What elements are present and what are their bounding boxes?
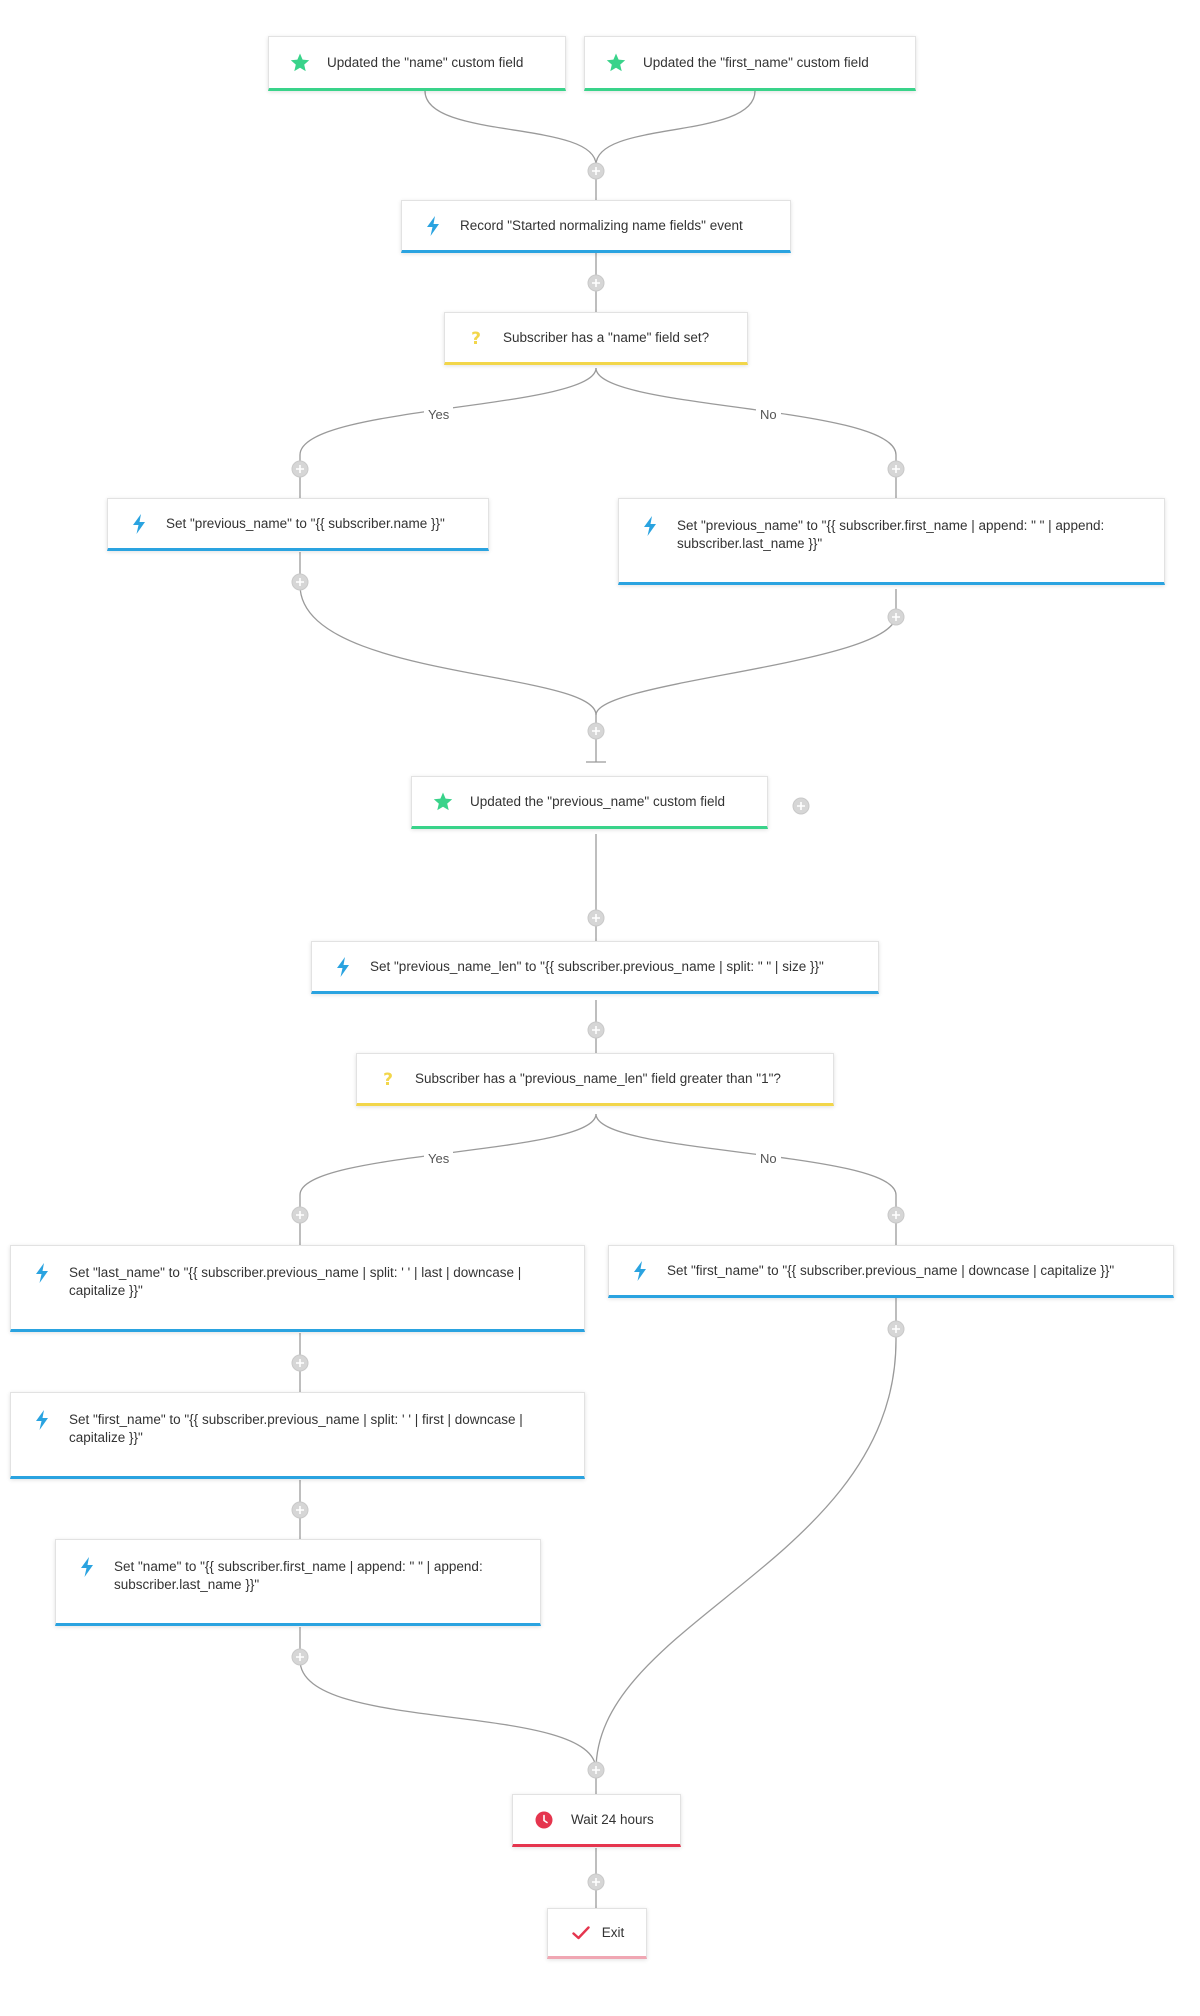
add-step-icon (291, 460, 309, 478)
add-step-icon (587, 162, 605, 180)
add-step-icon (587, 1021, 605, 1039)
action-node-set-last-name[interactable]: Set "last_name" to "{{ subscriber.previo… (10, 1245, 585, 1332)
lightning-icon (629, 1260, 651, 1281)
lightning-icon (422, 215, 444, 236)
star-icon (432, 792, 454, 811)
lightning-icon (31, 1410, 53, 1430)
branch-yes-label: Yes (424, 1151, 454, 1166)
node-label: Subscriber has a "name" field set? (503, 329, 710, 345)
add-step-icon (291, 1501, 309, 1519)
condition-node-name-set[interactable]: ? Subscriber has a "name" field set? (444, 312, 748, 365)
node-label: Updated the "previous_name" custom field (470, 793, 725, 809)
connector-line (424, 90, 597, 166)
add-step-icon (792, 797, 810, 815)
action-node-set-first-name-no[interactable]: Set "first_name" to "{{ subscriber.previ… (608, 1245, 1174, 1298)
add-step-icon (587, 1873, 605, 1891)
node-label: Set "previous_name_len" to "{{ subscribe… (370, 958, 824, 974)
lightning-icon (332, 956, 354, 977)
connector-line (299, 1113, 597, 1246)
node-label: Set "first_name" to "{{ subscriber.previ… (667, 1262, 1115, 1278)
add-step-icon (587, 274, 605, 292)
add-step-icon (887, 1206, 905, 1224)
add-step-icon (587, 1761, 605, 1779)
add-step-icon (887, 460, 905, 478)
branch-no-label: No (756, 407, 781, 422)
connector-line (299, 367, 597, 500)
action-node-set-previous-name-len[interactable]: Set "previous_name_len" to "{{ subscribe… (311, 941, 879, 994)
exit-node[interactable]: Exit (547, 1908, 647, 1959)
add-step-icon (291, 1648, 309, 1666)
node-label: Set "previous_name" to "{{ subscriber.fi… (677, 518, 1105, 551)
add-step-buttons (291, 162, 905, 1891)
add-step-icon (291, 573, 309, 591)
branch-no-label: No (756, 1151, 781, 1166)
add-step-icon (291, 1206, 309, 1224)
trigger-node-first-name[interactable]: Updated the "first_name" custom field (584, 36, 916, 91)
condition-node-len-greater-than-1[interactable]: ? Subscriber has a "previous_name_len" f… (356, 1053, 834, 1106)
star-icon (605, 53, 627, 72)
checkmark-icon (570, 1924, 592, 1942)
action-node-set-first-name-yes[interactable]: Set "first_name" to "{{ subscriber.previ… (10, 1392, 585, 1479)
node-label: Subscriber has a "previous_name_len" fie… (415, 1070, 781, 1086)
node-label: Set "name" to "{{ subscriber.first_name … (114, 1559, 483, 1592)
connector-line (299, 552, 597, 716)
node-label: Exit (601, 1924, 625, 1940)
branch-yes-label: Yes (424, 407, 454, 422)
trigger-node-previous-name[interactable]: Updated the "previous_name" custom field (411, 776, 768, 829)
action-node-set-name[interactable]: Set "name" to "{{ subscriber.first_name … (55, 1539, 541, 1626)
action-node-set-previous-name-yes[interactable]: Set "previous_name" to "{{ subscriber.na… (107, 498, 489, 551)
trigger-node-name[interactable]: Updated the "name" custom field (268, 36, 566, 91)
connector-line (299, 1627, 597, 1771)
add-step-icon (887, 608, 905, 626)
add-step-icon (587, 722, 605, 740)
node-label: Set "previous_name" to "{{ subscriber.na… (166, 515, 445, 531)
connector-line (595, 367, 897, 500)
add-step-icon (887, 1320, 905, 1338)
node-label: Updated the "first_name" custom field (643, 54, 869, 70)
connector-line (595, 589, 897, 716)
delay-node-wait[interactable]: Wait 24 hours (512, 1794, 681, 1847)
svg-text:?: ? (383, 1070, 393, 1089)
connector-line (595, 90, 756, 166)
star-icon (289, 53, 311, 72)
question-icon: ? (465, 329, 487, 348)
add-step-icon (291, 1354, 309, 1372)
action-node-set-previous-name-no[interactable]: Set "previous_name" to "{{ subscriber.fi… (618, 498, 1165, 585)
node-label: Record "Started normalizing name fields"… (460, 217, 743, 233)
action-node-record-event[interactable]: Record "Started normalizing name fields"… (401, 200, 791, 253)
connector-line (595, 1298, 897, 1771)
node-label: Set "first_name" to "{{ subscriber.previ… (69, 1412, 523, 1445)
lightning-icon (128, 513, 150, 534)
node-label: Updated the "name" custom field (327, 54, 524, 70)
question-icon: ? (377, 1070, 399, 1089)
svg-text:?: ? (471, 329, 481, 348)
node-label: Set "last_name" to "{{ subscriber.previo… (69, 1265, 522, 1298)
lightning-icon (31, 1263, 53, 1283)
lightning-icon (76, 1557, 98, 1577)
connector-line (595, 1113, 897, 1246)
add-step-icon (587, 909, 605, 927)
node-label: Wait 24 hours (571, 1811, 654, 1827)
lightning-icon (639, 516, 661, 536)
clock-icon (533, 1811, 555, 1829)
